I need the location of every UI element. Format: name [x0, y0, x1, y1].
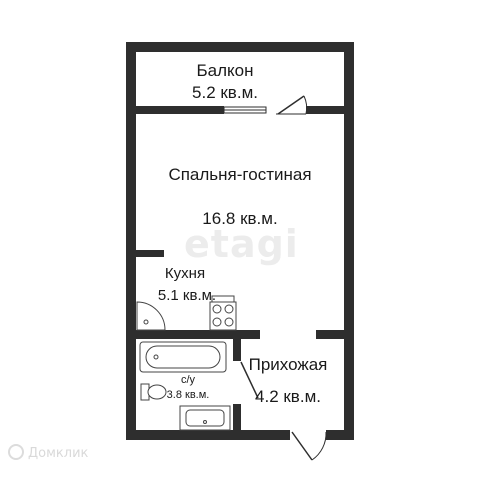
- wall-right: [344, 42, 354, 440]
- room-kitchen-area: 5.1 кв.м.: [157, 287, 217, 304]
- room-bathroom-area: 3.8 кв.м.: [166, 389, 210, 401]
- bathroom-door: [240, 361, 259, 399]
- kitchen-sink: [136, 301, 166, 331]
- wall-bath-side: [233, 339, 241, 361]
- toilet: [140, 383, 167, 401]
- room-living-area: 16.8 кв.м.: [202, 209, 278, 228]
- room-bathroom-name: с/у: [180, 374, 196, 386]
- entrance-door: [291, 431, 327, 461]
- room-kitchen-name: Кухня: [164, 265, 206, 282]
- wall-bottom-left: [126, 430, 290, 440]
- bathtub: [139, 341, 227, 373]
- interior-walls: [136, 106, 344, 430]
- wall-balcony-right: [306, 106, 344, 114]
- wall-hall-top: [316, 330, 344, 339]
- wall-top: [126, 42, 354, 52]
- outer-walls: [126, 42, 354, 440]
- balcony-door: [223, 95, 308, 115]
- bathroom-sink: [179, 405, 231, 431]
- kitchen-stove: [209, 295, 237, 331]
- watermark: etagi: [184, 222, 299, 266]
- wall-bath-top: [136, 330, 260, 339]
- room-balcony-name: Балкон: [196, 61, 254, 80]
- brand-logo: Домклик: [28, 446, 89, 461]
- room-living-name: Спальня-гостиная: [168, 165, 312, 184]
- wall-balcony-left: [136, 106, 224, 114]
- wall-bottom-right: [326, 430, 354, 440]
- room-balcony-area: 5.2 кв.м.: [192, 83, 258, 102]
- room-hallway-name: Прихожая: [248, 355, 328, 374]
- room-hallway-area: 4.2 кв.м.: [255, 387, 321, 406]
- wall-left: [126, 42, 136, 440]
- wall-kitchen-stub: [136, 250, 164, 257]
- wall-bath-side-lower: [233, 404, 241, 430]
- brand-logo-icon: [8, 444, 24, 460]
